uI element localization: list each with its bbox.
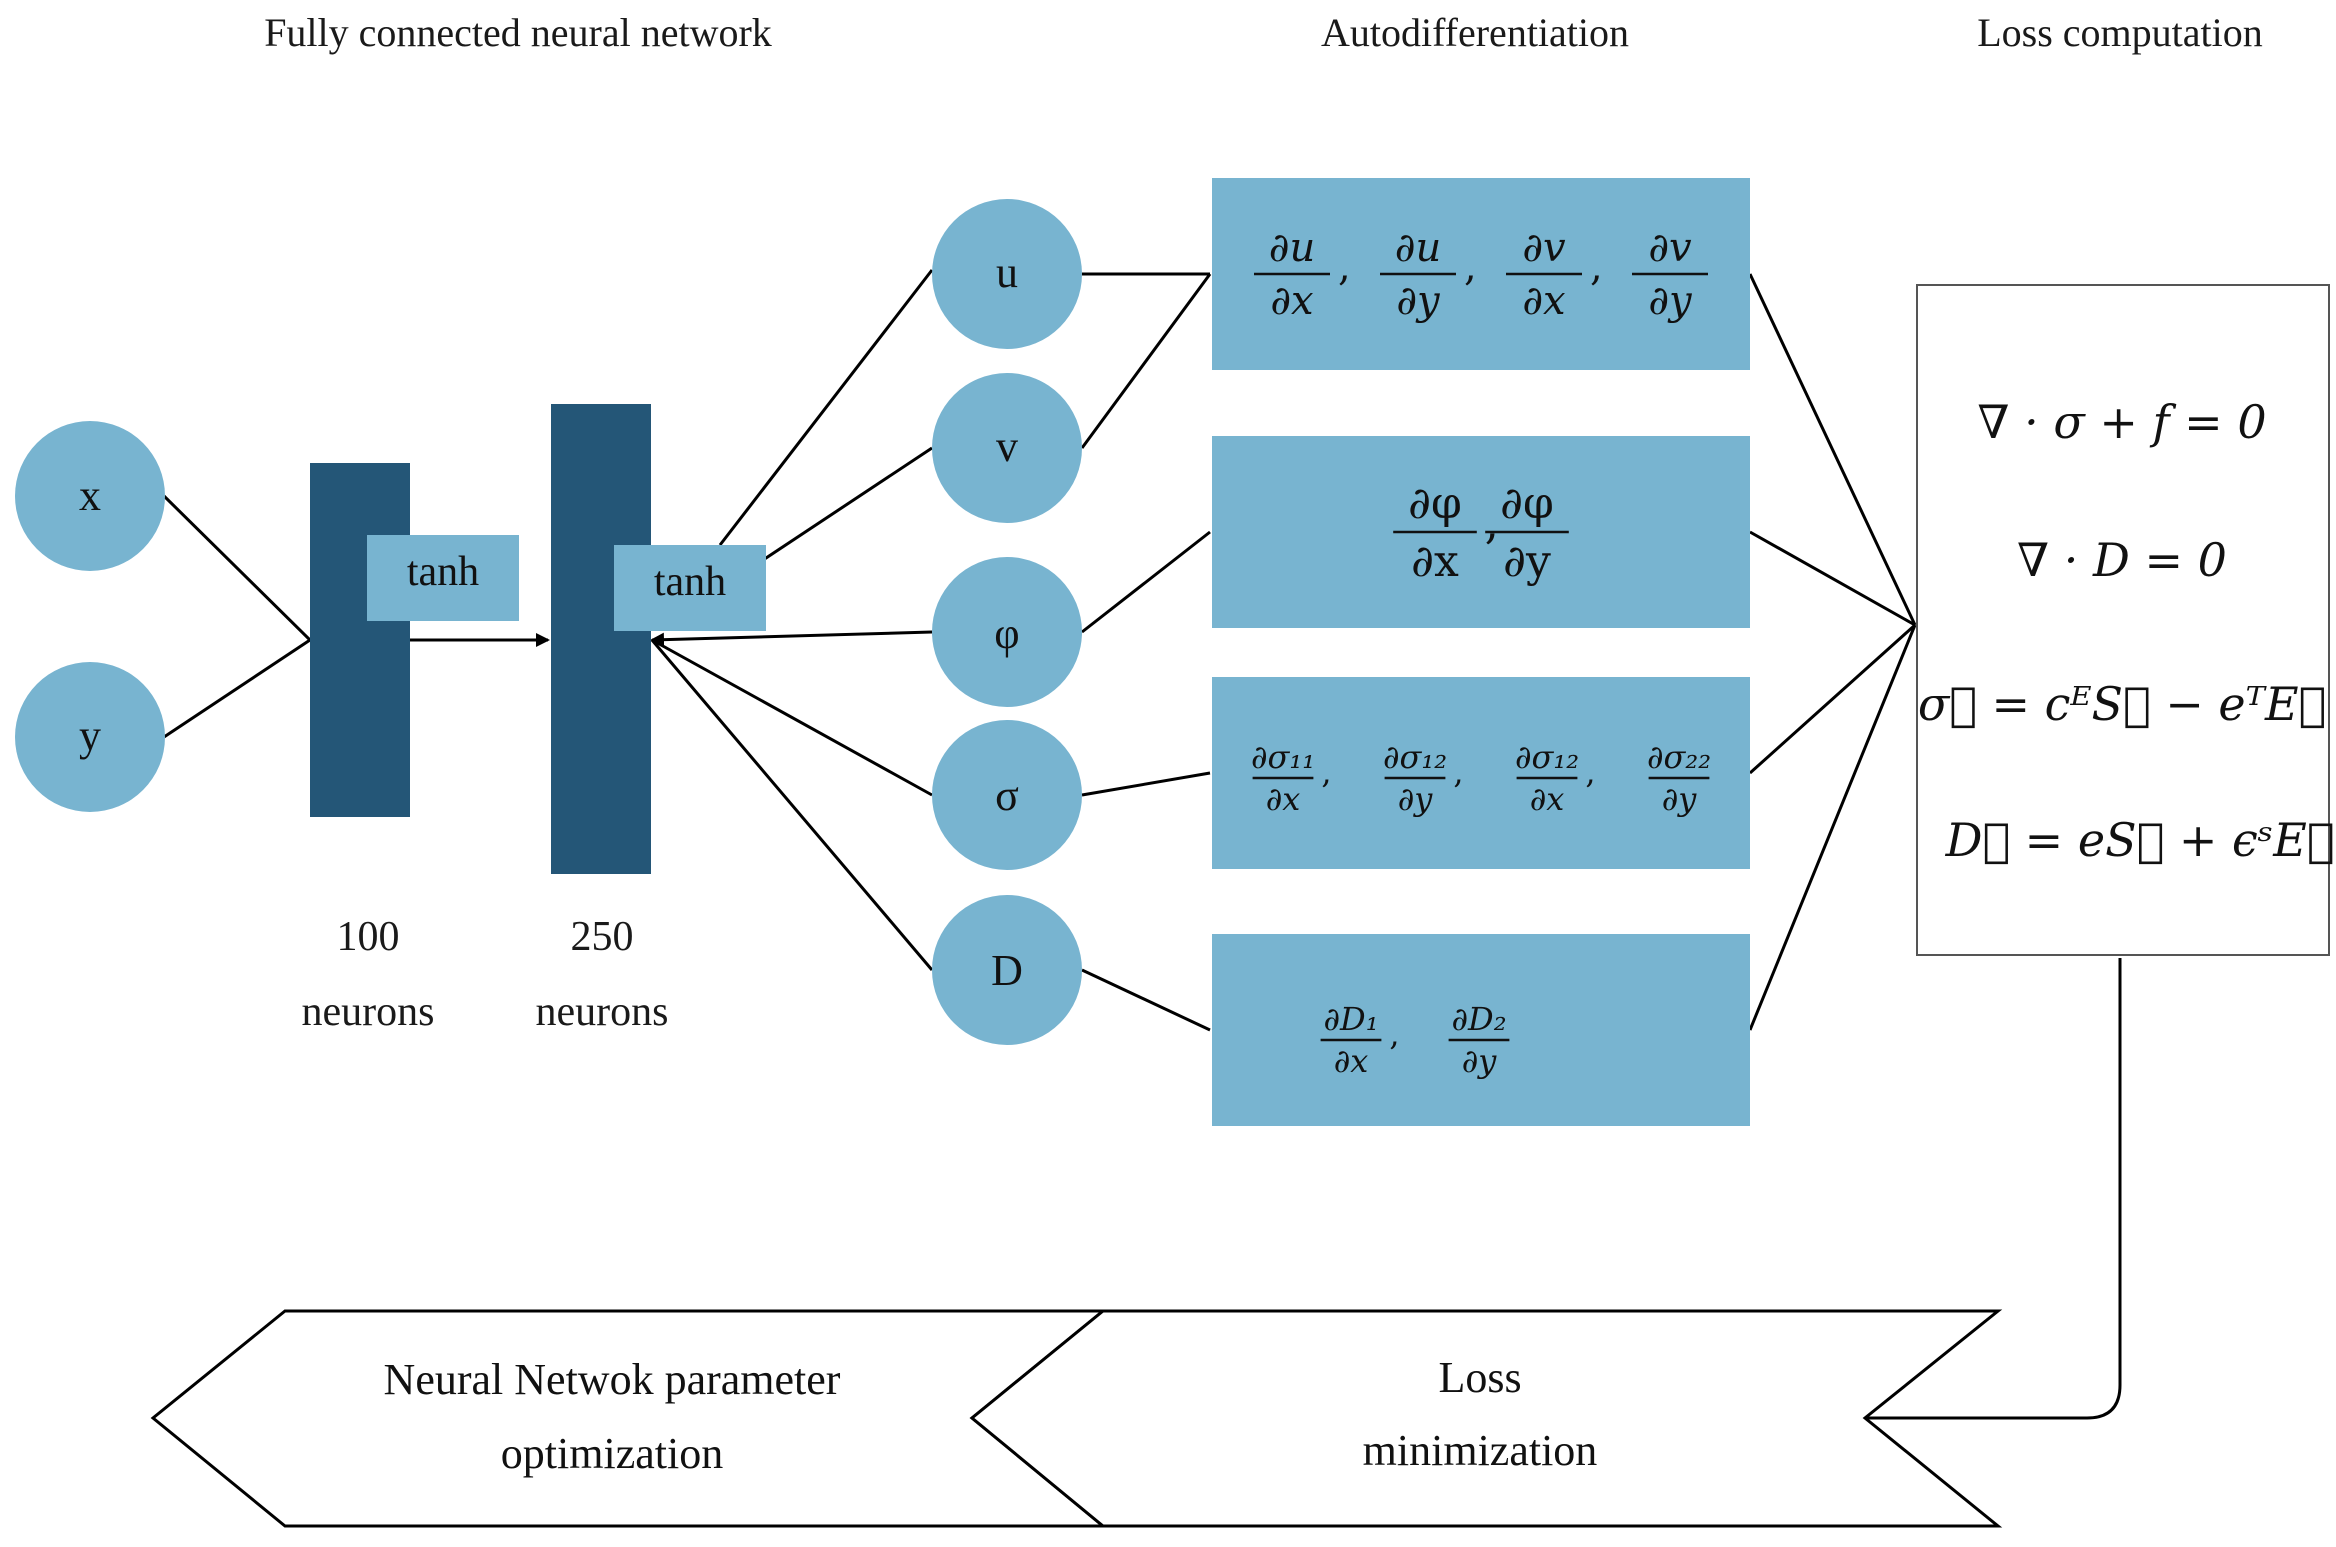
output-node-d: D <box>932 895 1082 1045</box>
title-network: Fully connected neural network <box>264 10 772 55</box>
optimization-chevron-shape <box>150 1309 1108 1528</box>
output-node-phi-label: φ <box>994 609 1019 658</box>
equation-equilibrium: ∇ · σ + f = 0 <box>1977 395 2266 449</box>
derivative-separator: , <box>1585 753 1595 791</box>
tanh-label-1: tanh <box>407 549 479 595</box>
derivative-numerator: ∂D₂ <box>1451 1000 1506 1038</box>
input-node-x: x <box>15 421 165 571</box>
output-node-v-circle <box>932 373 1082 523</box>
loss-label-line-2: minimization <box>1363 1426 1598 1475</box>
optimization-label-line-2: optimization <box>501 1429 723 1478</box>
derivative-separator: , <box>1453 753 1463 791</box>
hidden-layer-2: tanh 250 neurons <box>536 404 766 1035</box>
tanh-box-1 <box>367 535 519 621</box>
title-loss: Loss computation <box>1977 10 2263 55</box>
output-node-v: v <box>932 373 1082 523</box>
process-loss-chevron: Loss minimization <box>969 1309 2003 1528</box>
layer-2-count: 250 <box>571 914 634 960</box>
hidden-layer-1-bar <box>310 463 410 817</box>
output-node-sigma: σ <box>932 720 1082 870</box>
derivative-numerator: ∂v <box>1648 225 1692 271</box>
derivative-box-displacement-field <box>1212 934 1750 1126</box>
input-node-x-circle <box>15 421 165 571</box>
derivative-numerator: ∂u <box>1269 225 1315 271</box>
layer-2-unit: neurons <box>536 989 669 1035</box>
derivative-separator: , <box>1590 244 1603 290</box>
output-node-sigma-circle <box>932 720 1082 870</box>
derivative-numerator: ∂φ <box>1408 478 1462 529</box>
derivative-numerator: ∂σ₁₂ <box>1383 738 1447 776</box>
input-node-y-label: y <box>79 711 101 760</box>
output-node-d-label: D <box>991 946 1023 995</box>
output-node-d-circle <box>932 895 1082 1045</box>
derivative-numerator: ∂v <box>1522 225 1566 271</box>
loss-chevron-shape <box>969 1309 2003 1528</box>
derivative-numerator: ∂σ₁₁ <box>1251 738 1315 776</box>
derivative-box-potential <box>1212 436 1750 628</box>
derivative-numerator: ∂u <box>1395 225 1441 271</box>
output-node-phi: φ <box>932 557 1082 707</box>
output-node-phi-circle <box>932 557 1082 707</box>
derivative-separator: , <box>1338 244 1351 290</box>
equation-electric-constitutive: D⃗ = eS⃗ + ϵˢE⃗ <box>1945 813 2335 867</box>
tanh-box-2 <box>614 545 766 631</box>
derivative-denominator: ∂x <box>1266 780 1301 818</box>
derivative-separator: , <box>1485 499 1499 550</box>
derivatives-row-1: ∂u ∂x, ∂u ∂y, ∂v ∂x, ∂v ∂y <box>1254 225 1708 324</box>
derivative-separator: , <box>1389 1015 1399 1053</box>
derivative-separator: , <box>1464 244 1477 290</box>
derivative-numerator: ∂σ₂₂ <box>1647 738 1711 776</box>
layer-1-count: 100 <box>337 914 400 960</box>
derivatives-row-2: ∂φ∂x,∂φ∂y <box>1393 478 1569 587</box>
derivative-denominator: ∂y <box>1462 1042 1498 1080</box>
title-autodiff: Autodifferentiation <box>1321 10 1629 55</box>
derivative-denominator: ∂y <box>1396 278 1441 324</box>
loss-box-frame <box>1916 284 2330 956</box>
derivative-numerator: ∂φ <box>1500 478 1554 529</box>
derivative-denominator: ∂y <box>1662 780 1698 818</box>
derivatives-row-3: ∂σ₁₁∂x,∂σ₁₂∂y,∂σ₁₂∂x,∂σ₂₂∂y <box>1251 738 1711 818</box>
derivative-numerator: ∂σ₁₂ <box>1515 738 1579 776</box>
derivative-denominator: ∂x <box>1270 278 1313 324</box>
derivative-denominator: ∂x <box>1334 1042 1369 1080</box>
process-optimization-chevron: Neural Netwok parameter optimization <box>150 1309 1108 1528</box>
output-node-v-label: v <box>996 422 1018 471</box>
tanh-label-2: tanh <box>654 559 726 605</box>
derivative-denominator: ∂y <box>1648 278 1693 324</box>
optimization-label-line-1: Neural Netwok parameter <box>384 1355 841 1404</box>
output-node-u-label: u <box>996 248 1018 297</box>
derivative-denominator: ∂x <box>1530 780 1565 818</box>
input-node-y-circle <box>15 662 165 812</box>
derivative-box-stress <box>1212 677 1750 869</box>
output-node-sigma-label: σ <box>995 771 1019 820</box>
derivative-separator: , <box>1321 753 1331 791</box>
network-connections <box>162 269 2122 1420</box>
derivative-denominator: ∂y <box>1398 780 1434 818</box>
equation-stress-constitutive: σ⃗ = cᴱS⃗ − eᵀE⃗ <box>1918 677 2326 731</box>
loss-equations-box: ∇ · σ + f = 0 ∇ · D = 0 σ⃗ = cᴱS⃗ − eᵀE⃗… <box>1916 284 2335 956</box>
derivative-denominator: ∂y <box>1503 536 1551 587</box>
derivative-denominator: ∂x <box>1522 278 1565 324</box>
derivatives-row-4: ∂D₁ ∂x, ∂D₂ ∂y <box>1320 1000 1510 1080</box>
output-node-u: u <box>932 199 1082 349</box>
layer-1-unit: neurons <box>302 989 435 1035</box>
derivative-denominator: ∂x <box>1411 536 1459 587</box>
input-node-x-label: x <box>79 471 101 520</box>
hidden-layer-2-bar <box>551 404 651 874</box>
input-node-y: y <box>15 662 165 812</box>
output-node-u-circle <box>932 199 1082 349</box>
loss-label-line-1: Loss <box>1438 1353 1521 1402</box>
equation-gauss: ∇ · D = 0 <box>2017 533 2227 587</box>
derivative-numerator: ∂D₁ <box>1323 1000 1378 1038</box>
hidden-layer-1: tanh 100 neurons <box>302 463 519 1035</box>
